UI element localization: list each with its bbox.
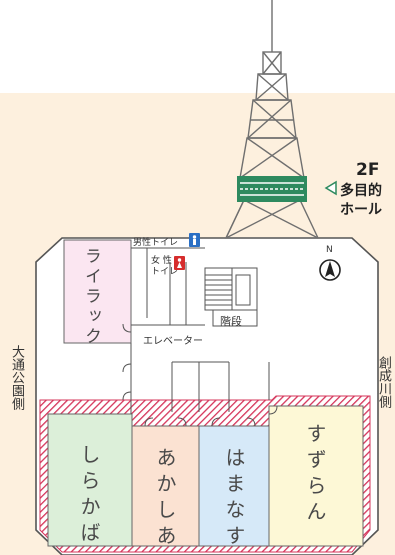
toilet-area xyxy=(131,247,205,326)
doors xyxy=(122,323,278,427)
tv-tower-icon xyxy=(224,0,320,239)
elevator-label: エレベーター xyxy=(143,336,203,347)
compass-north-label: N xyxy=(326,245,333,255)
womens-toilet-icon xyxy=(174,256,185,270)
room-shirakaba xyxy=(47,413,133,547)
room-label-akashia: あかしあ xyxy=(153,447,177,551)
womens-toilet-label-line1: 女 性 xyxy=(151,256,172,266)
room-akashia xyxy=(131,425,200,547)
mens-toilet-icon xyxy=(189,233,200,247)
elevator-area xyxy=(130,343,270,414)
stairs xyxy=(204,267,258,327)
room-label-shirakaba: しらかば xyxy=(77,444,101,548)
room-suzuran xyxy=(268,405,364,547)
hall-name-line1: 多目的 xyxy=(340,183,382,199)
mens-toilet-label: 男性トイレ xyxy=(133,238,179,248)
hall-pointer-icon xyxy=(324,180,337,196)
womens-toilet-label-line2: トイレ xyxy=(151,267,179,277)
room-label-lilac: ライラック xyxy=(81,247,101,347)
tower-deck xyxy=(237,176,307,202)
floor-number: 2F xyxy=(356,160,380,180)
compass-icon xyxy=(319,259,341,281)
side-label-right: 創成川側 xyxy=(376,356,391,408)
stairs-label: 階段 xyxy=(220,315,242,328)
room-label-suzuran: すずらん xyxy=(303,423,327,527)
room-lilac xyxy=(63,239,132,344)
room-label-hamanasu: はまなす xyxy=(222,447,246,551)
hall-name-line2: ホール xyxy=(340,202,382,218)
side-label-left: 大通公園側 xyxy=(9,345,24,410)
